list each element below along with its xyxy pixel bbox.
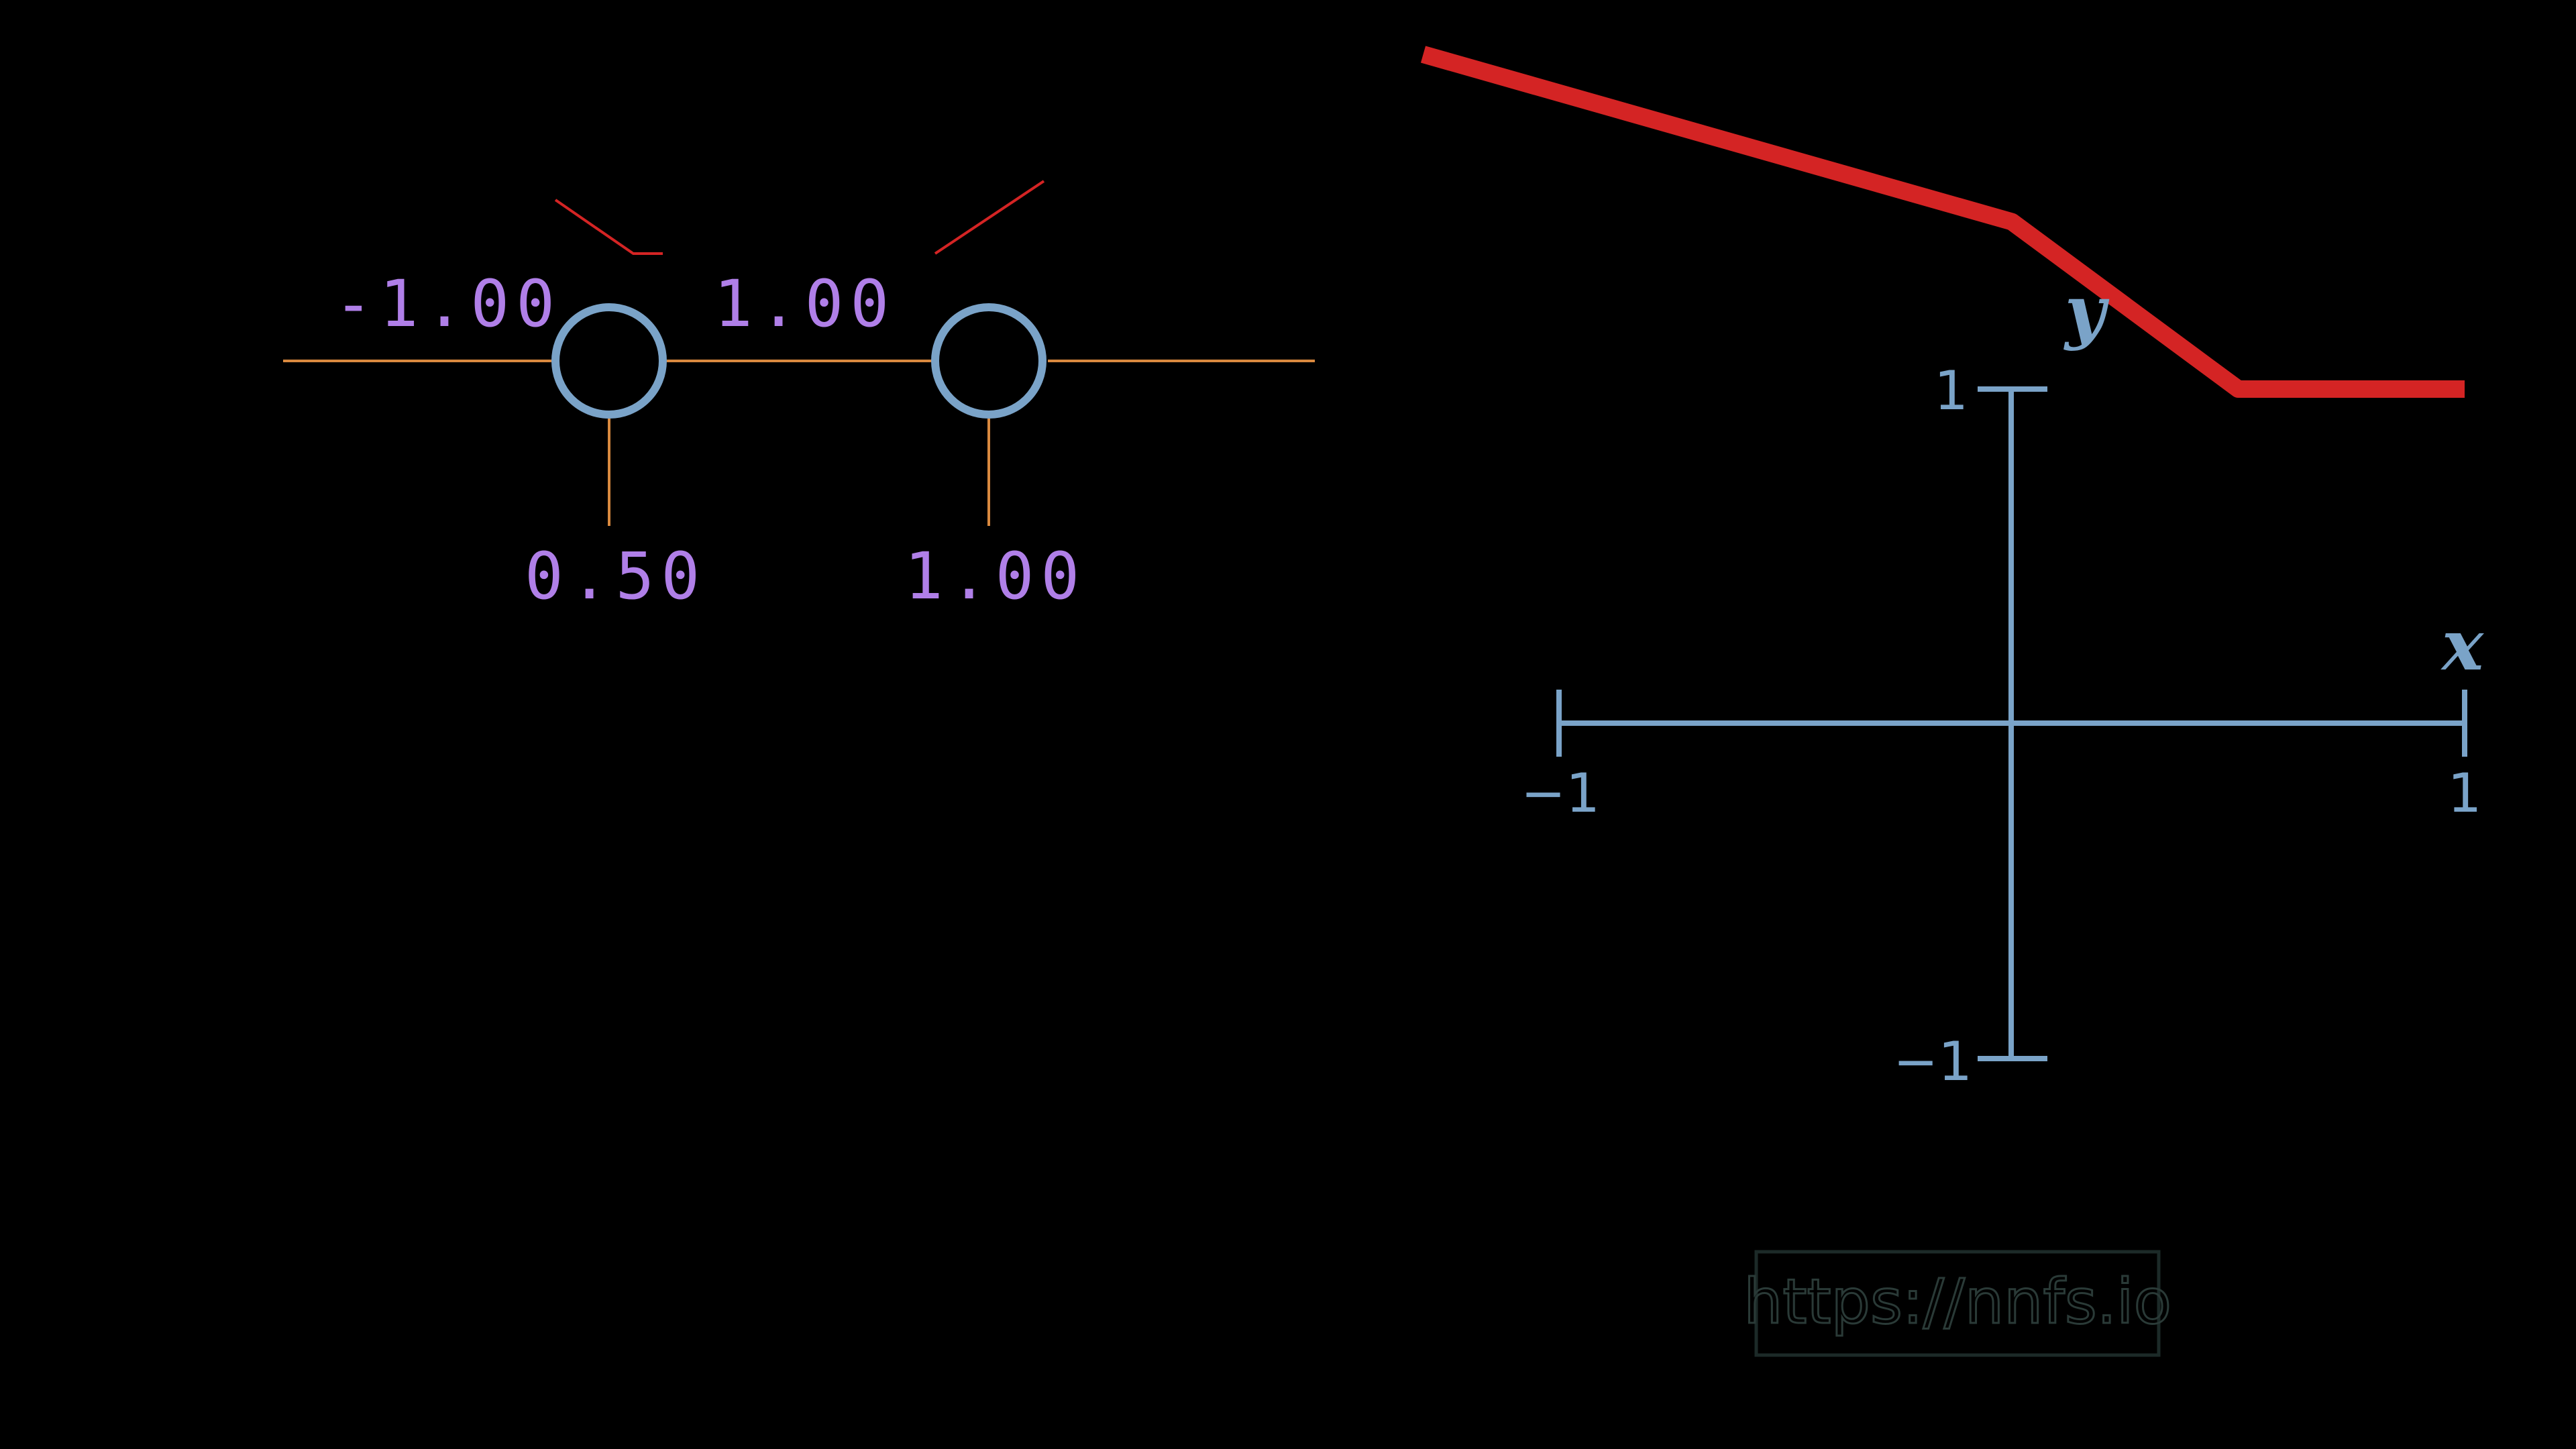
bias-1-value: 0.50 (525, 539, 706, 614)
activation-icon-1 (554, 199, 663, 255)
x-tick-label-min: −1 (1521, 762, 1600, 824)
neuron-1 (551, 303, 667, 419)
graph: x y −1 1 1 −1 (1420, 46, 2484, 1093)
watermark-frame (1754, 1250, 2161, 1357)
activation-curve (1420, 46, 2465, 398)
bias-2-value: 1.00 (904, 539, 1086, 614)
weight-2-value: 1.00 (714, 266, 896, 341)
x-axis-label: x (2440, 604, 2484, 686)
activation-icon-2 (934, 180, 1045, 255)
x-tick-label-max: 1 (2448, 762, 2482, 824)
y-tick-label-min: −1 (1893, 1030, 1972, 1093)
y-axis-label: y (2063, 270, 2110, 352)
weight-1-value: -1.00 (334, 266, 561, 341)
watermark-text: https://nnfs.io (1743, 1266, 2171, 1338)
y-tick-label-max: 1 (1934, 360, 1968, 422)
network-diagram: -1.00 1.00 0.50 1.00 (283, 180, 1315, 614)
watermark: https://nnfs.io (1743, 1250, 2172, 1357)
neuron-2 (931, 303, 1046, 419)
graph-curve-group (1420, 46, 2465, 398)
